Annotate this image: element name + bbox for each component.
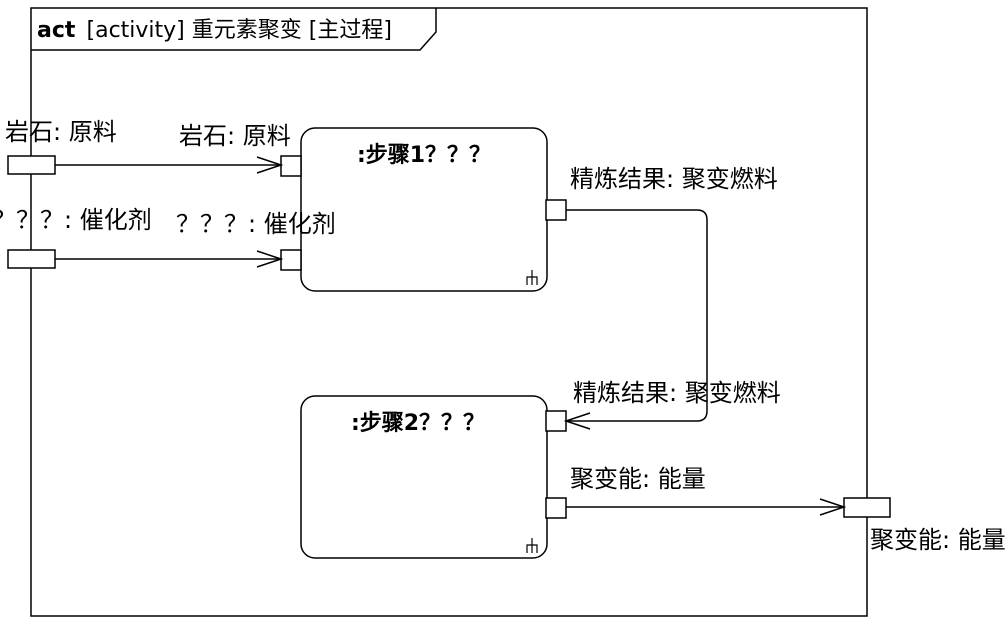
frame-title-tab bbox=[31, 8, 437, 51]
pin-step1-out[interactable] bbox=[545, 199, 567, 221]
pin-step1-rock-label: 岩石: 原料 bbox=[179, 122, 291, 150]
param-catalyst-in[interactable] bbox=[7, 249, 56, 269]
action-step2[interactable]: :步骤2？？？ bbox=[300, 395, 548, 559]
frame-title: act [activity] 重元素聚变 [主过程] bbox=[37, 18, 392, 43]
param-energy-out-label: 聚变能: 能量 bbox=[870, 526, 1006, 554]
activity-frame: act [activity] 重元素聚变 [主过程] bbox=[30, 7, 868, 617]
pin-step1-rock[interactable] bbox=[280, 155, 302, 177]
action-step1-title: :步骤1？？？ bbox=[357, 142, 491, 168]
pin-step2-in-label: 精炼结果: 聚变燃料 bbox=[573, 379, 781, 407]
action-step1[interactable]: :步骤1？？？ bbox=[300, 127, 548, 292]
action-step2-box[interactable] bbox=[300, 395, 548, 559]
flow-step1-to-step2[interactable] bbox=[566, 209, 708, 421]
param-energy-out[interactable] bbox=[843, 497, 891, 518]
rake-icon bbox=[526, 270, 538, 285]
frame-border bbox=[30, 7, 868, 617]
pin-step1-out-label: 精炼结果: 聚变燃料 bbox=[570, 165, 778, 193]
frame-name: [activity] 重元素聚变 [主过程] bbox=[87, 18, 392, 43]
action-step2-title: :步骤2？？？ bbox=[351, 410, 485, 436]
pin-step2-in[interactable] bbox=[545, 410, 567, 432]
pin-step1-catalyst[interactable] bbox=[280, 249, 302, 271]
frame-kind: act bbox=[37, 18, 76, 43]
pin-step1-catalyst-label: ？？？: 催化剂 bbox=[176, 210, 336, 238]
pin-step2-out[interactable] bbox=[545, 497, 567, 519]
rake-icon bbox=[526, 538, 538, 553]
param-rock-in-label: 岩石: 原料 bbox=[5, 118, 117, 146]
param-catalyst-in-label: ？？？: 催化剂 bbox=[0, 206, 152, 234]
pin-step2-out-label: 聚变能: 能量 bbox=[570, 465, 706, 493]
param-rock-in[interactable] bbox=[7, 155, 56, 175]
